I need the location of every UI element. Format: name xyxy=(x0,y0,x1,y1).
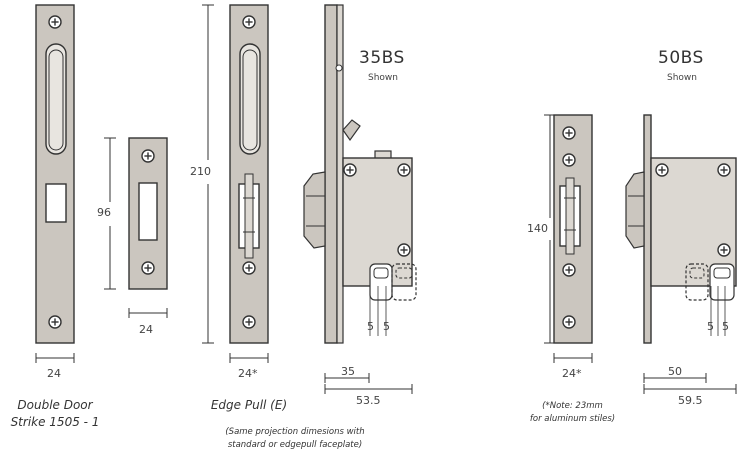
m50-height-label: 140 xyxy=(527,222,548,235)
strike-width-dimension xyxy=(128,308,168,318)
m35-depth-label: 53.5 xyxy=(356,394,381,407)
screw-icon xyxy=(562,153,576,167)
m50-depth-label: 59.5 xyxy=(678,394,703,407)
dd-width-dimension xyxy=(35,353,75,363)
screw-icon xyxy=(242,315,256,329)
strike-width-label: 24 xyxy=(139,323,153,336)
screw-icon xyxy=(242,261,256,275)
projection-note-line2: standard or edgepull faceplate) xyxy=(227,440,363,450)
m35-gap-a-label: 5 xyxy=(367,320,374,333)
screw-icon xyxy=(655,163,669,177)
strike-height-label: 96 xyxy=(97,206,111,219)
m35-dimensions xyxy=(324,373,413,394)
lock-50bs-faceplate xyxy=(553,114,593,344)
strike-height-dimension xyxy=(104,137,116,290)
screw-icon xyxy=(717,243,731,257)
m50-backset-label: 50 xyxy=(668,365,682,378)
projection-note-line1: (Same projection dimesions with xyxy=(225,427,365,437)
screw-icon xyxy=(562,263,576,277)
screw-icon xyxy=(397,243,411,257)
screw-icon xyxy=(48,315,62,329)
m50-gap-b-label: 5 xyxy=(722,320,729,333)
lock-50bs-side-view xyxy=(625,114,737,344)
lock-35bs-side-view xyxy=(303,4,417,344)
edge-pull-height-dimension xyxy=(202,4,214,344)
m50-gap-a-label: 5 xyxy=(707,320,714,333)
aluminum-note-line1: (*Note: 23mm xyxy=(542,401,603,411)
m50-width-label: 24* xyxy=(562,367,582,380)
screw-icon xyxy=(48,15,62,29)
aluminum-note-line2: for aluminum stiles) xyxy=(529,414,616,424)
m35-backset-label: 35 xyxy=(341,365,355,378)
screw-icon xyxy=(397,163,411,177)
m50-dimensions xyxy=(643,373,737,394)
m35-gap-b-label: 5 xyxy=(383,320,390,333)
screw-icon xyxy=(562,126,576,140)
screw-icon xyxy=(141,261,155,275)
ep-height-label: 210 xyxy=(190,165,211,178)
edge-pull-caption: Edge Pull (E) xyxy=(210,398,288,412)
screw-icon xyxy=(141,149,155,163)
model-35bs-subtitle: Shown xyxy=(368,73,398,83)
dd-width-label: 24 xyxy=(47,367,61,380)
screw-icon xyxy=(343,163,357,177)
short-strike-plate xyxy=(128,137,168,290)
double-door-strike xyxy=(35,4,75,344)
edge-pull-width-dimension xyxy=(229,353,269,363)
model-50bs-subtitle: Shown xyxy=(667,73,697,83)
double-door-caption-line2: Strike 1505 - 1 xyxy=(10,415,100,429)
double-door-caption-line1: Double Door xyxy=(17,398,93,412)
screw-icon xyxy=(562,315,576,329)
m50-width-dimension xyxy=(553,353,593,363)
model-50bs-title: 50BS xyxy=(658,48,704,68)
ep-width-label: 24* xyxy=(238,367,258,380)
model-35bs-title: 35BS xyxy=(359,48,405,68)
screw-icon xyxy=(717,163,731,177)
screw-icon xyxy=(242,15,256,29)
edge-pull-faceplate xyxy=(229,4,269,344)
